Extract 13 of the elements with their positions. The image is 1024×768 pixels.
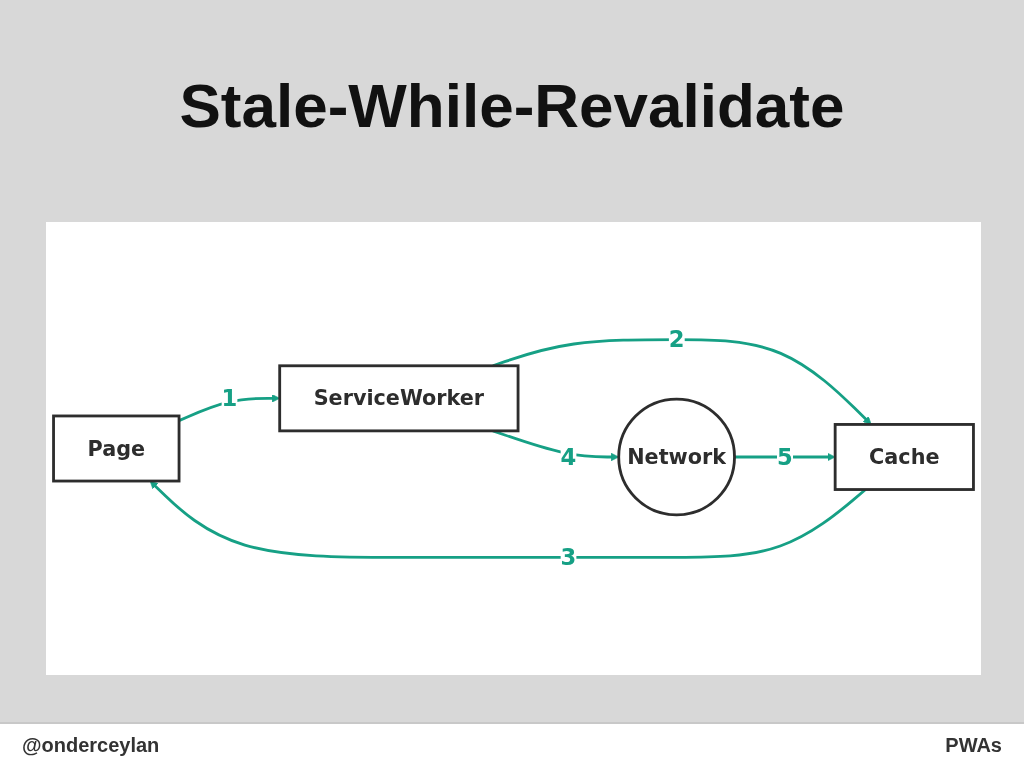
edge-label: 4: [560, 443, 577, 471]
node-box: ServiceWorker: [278, 364, 520, 433]
edge-label: 5: [776, 443, 793, 471]
edge-label: 2: [668, 326, 685, 353]
footer-label: PWAs: [945, 734, 1002, 757]
slide-title: Stale-While-Revalidate: [178, 70, 846, 141]
edge-label: 1: [221, 385, 238, 412]
arrow: [734, 452, 836, 462]
node-box: Cache: [833, 423, 975, 491]
node-circle: Network: [617, 397, 736, 517]
edge-label: 3: [560, 544, 577, 571]
author-handle: @onderceylan: [22, 734, 160, 757]
node-box: Page: [52, 414, 181, 483]
